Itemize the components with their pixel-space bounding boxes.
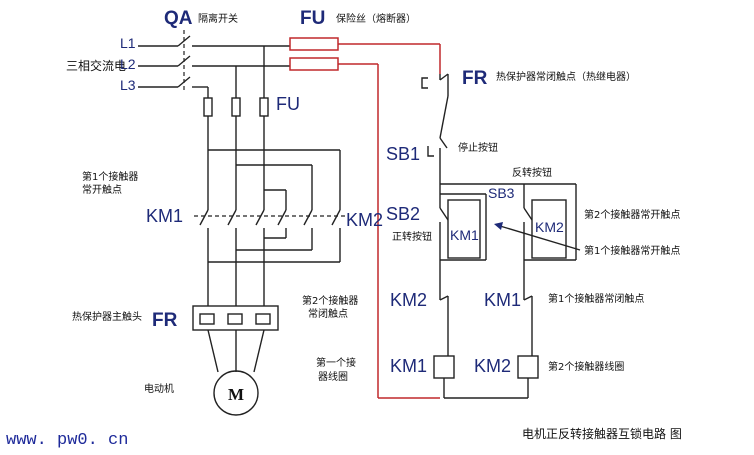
km1-coil-label: KM1 [390,356,427,376]
km2-main-label: KM2 [346,210,383,230]
motor-description: 电动机 [144,382,174,395]
km2-no-description: 第2个接触器常开触点 [584,208,680,221]
fu-top-description: 保险丝（熔断器） [336,12,416,25]
km2-coil-description: 第2个接触器线圈 [548,360,624,373]
km1-coil-description-2: 器线圈 [318,370,348,383]
km1-main-description-1: 第1个接触器 [82,170,138,183]
km1-nc-description: 第1个接触器常闭触点 [548,292,644,305]
km1-nc-label: KM1 [484,290,521,310]
fu-top-label: FU [300,8,325,29]
control-circuit [421,73,581,399]
km1-coil-description-1: 第一个接 [316,356,356,369]
qa-description: 隔离开关 [198,12,238,25]
fr-main-label: FR [152,310,178,331]
km1-main-description-2: 常开触点 [82,183,122,196]
qa-label: QA [164,8,193,29]
km2-coil-label: KM2 [474,356,511,376]
fr-main-description: 热保护器主触头 [72,310,142,323]
three-phase-label: 三相交流电 [66,58,126,73]
reverse-button-label: 反转按钮 [512,166,552,179]
km2-hold-label: KM2 [535,219,564,235]
motor-symbol-circle [213,370,259,416]
fr-control-label: FR [462,68,488,89]
sb1-description: 停止按钮 [458,141,498,154]
diagram-caption: 电机正反转接触器互锁电路 图 [522,426,682,441]
sb3-label: SB3 [488,185,515,201]
km2-nc-description-1: 第2个接触器 [302,294,358,307]
power-circuit [138,30,346,416]
km1-hold-label: KM1 [450,227,479,243]
website-watermark: www. pw0. cn [6,431,128,450]
fr-control-description: 热保护器常闭触点（热继电器） [496,70,636,83]
l1-label: L1 [120,35,136,51]
motor-label: M [228,385,244,404]
km1-no-description: 第1个接触器常开触点 [584,244,680,257]
fu-main-label: FU [276,94,300,114]
km2-coil-symbol [517,355,539,379]
l3-label: L3 [120,77,136,93]
km2-nc-description-2: 常闭触点 [308,307,348,320]
sb1-label: SB1 [386,144,420,164]
sb2-label: SB2 [386,204,420,224]
km1-coil-symbol [433,355,455,379]
control-supply [289,37,441,399]
km2-nc-label: KM2 [390,290,427,310]
km1-main-label: KM1 [146,206,183,226]
l2-label: L2 [120,56,136,72]
forward-button-label: 正转按钮 [392,230,432,243]
